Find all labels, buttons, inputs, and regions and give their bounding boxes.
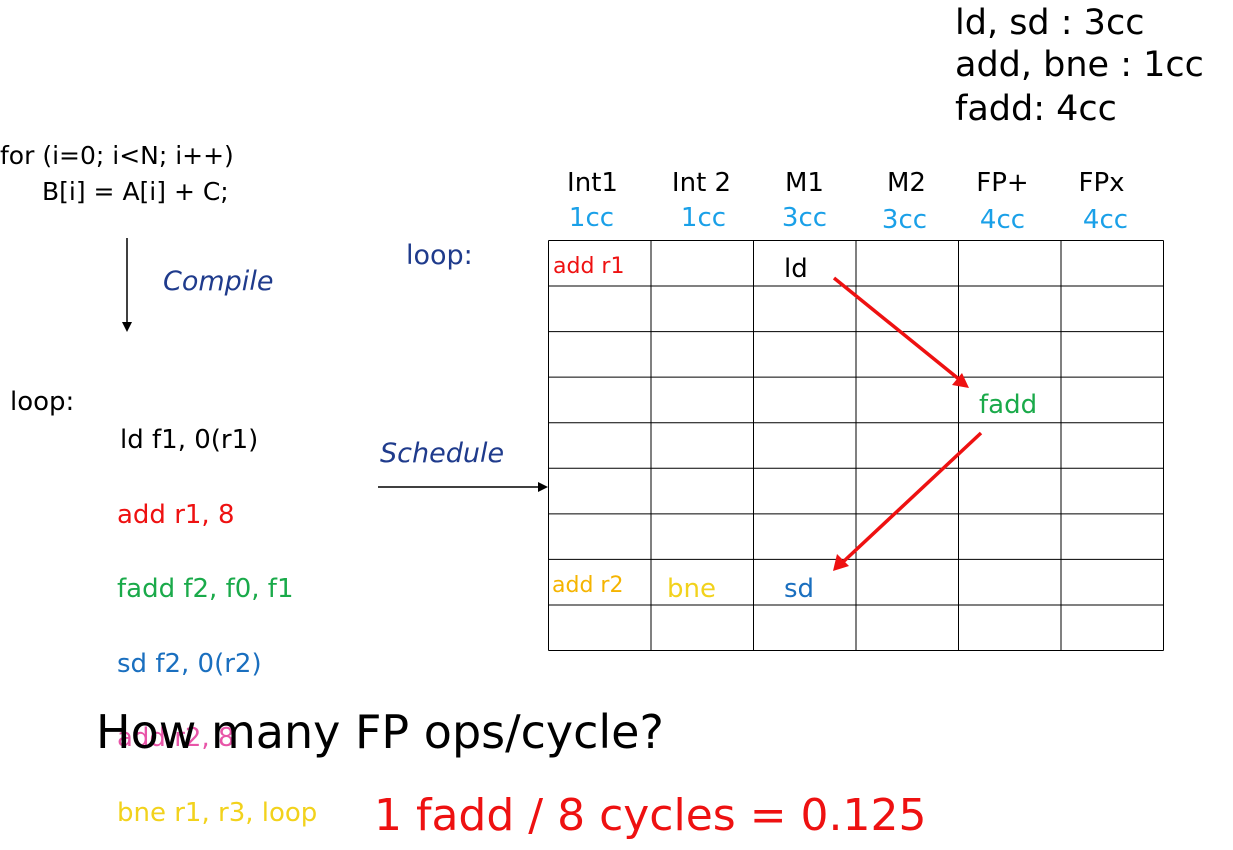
compile-label: Compile bbox=[163, 266, 274, 297]
asm-instruction-fadd: fadd f2, f0, f1 bbox=[117, 574, 294, 604]
answer-text: 1 fadd / 8 cycles = 0.125 bbox=[374, 790, 927, 841]
asm-instruction-add-r2: add r2, 8 bbox=[117, 723, 235, 753]
column-header-m2: M2 bbox=[887, 168, 926, 198]
compile-arrow bbox=[122, 238, 132, 332]
column-header-int1: Int1 bbox=[567, 168, 618, 198]
latency-note-add-bne: add, bne : 1cc bbox=[955, 45, 1204, 85]
schedule-label: Schedule bbox=[380, 438, 505, 469]
column-header-fp-mul: FPx bbox=[1078, 168, 1125, 198]
latency-note-load-store: ld, sd : 3cc bbox=[955, 3, 1145, 43]
asm-instruction-sd: sd f2, 0(r2) bbox=[117, 648, 262, 679]
column-latency-m1: 3cc bbox=[781, 203, 828, 233]
column-header-m1: M1 bbox=[785, 168, 824, 198]
asm-instruction-bne: bne r1, r3, loop bbox=[117, 797, 318, 828]
column-latency-fp-mul: 4cc bbox=[1082, 205, 1129, 235]
source-line-body: B[i] = A[i] + C; bbox=[42, 177, 229, 206]
asm-instruction-list: ld f1, 0(r1) add r1, 8 fadd f2, f0, f1 s… bbox=[117, 384, 317, 850]
dependency-arrow-ld-to-fadd bbox=[832, 276, 969, 388]
schedule-arrow bbox=[378, 482, 548, 492]
column-latency-int1: 1cc bbox=[568, 203, 615, 233]
asm-instruction-add-r1: add r1, 8 bbox=[117, 499, 235, 530]
grid-cell-add-r1: add r1 bbox=[553, 254, 625, 279]
source-line-for: for (i=0; i<N; i++) bbox=[0, 141, 234, 170]
schedule-grid: add r1 ld fadd add r2 bne sd bbox=[548, 240, 1164, 651]
column-latency-int2: 1cc bbox=[680, 203, 727, 233]
grid-cell-add-r2: add r2 bbox=[552, 573, 624, 598]
column-header-fp-add: FP+ bbox=[976, 168, 1029, 198]
latency-note-fadd: fadd: 4cc bbox=[955, 89, 1117, 129]
asm-loop-label: loop: bbox=[10, 387, 75, 417]
column-latency-m2: 3cc bbox=[881, 205, 928, 235]
question-text: How many FP ops/cycle? bbox=[96, 705, 664, 759]
schedule-grid-lines bbox=[548, 240, 1164, 651]
column-header-int2: Int 2 bbox=[671, 168, 732, 198]
grid-cell-fadd: fadd bbox=[979, 390, 1038, 420]
grid-loop-label: loop: bbox=[406, 240, 473, 271]
asm-instruction-ld: ld f1, 0(r1) bbox=[120, 425, 259, 455]
dependency-arrow-fadd-to-sd bbox=[833, 431, 983, 571]
grid-cell-sd: sd bbox=[784, 574, 815, 604]
grid-cell-ld: ld bbox=[784, 254, 808, 284]
grid-cell-bne: bne bbox=[667, 574, 716, 604]
column-latency-fp-add: 4cc bbox=[979, 205, 1026, 235]
